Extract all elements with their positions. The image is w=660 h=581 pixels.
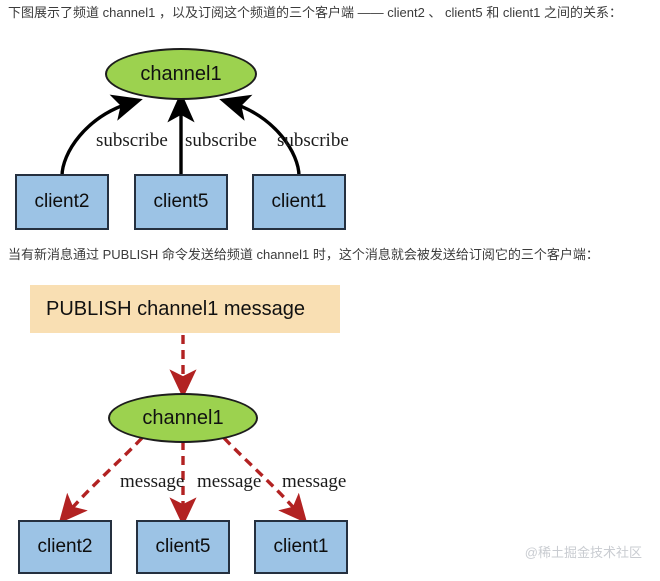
node-client5-publish-label: client5 [155, 536, 211, 557]
subscribe-diagram: channel1 subscribe subscribe subscribe c… [0, 36, 660, 241]
node-client2-subscribe[interactable]: client2 [15, 174, 109, 230]
edge-client2-to-channel [60, 94, 143, 177]
node-client1-subscribe-label: client1 [271, 191, 327, 212]
node-client5-subscribe-label: client5 [153, 191, 209, 212]
node-client1-subscribe[interactable]: client1 [252, 174, 346, 230]
node-client5-subscribe[interactable]: client5 [134, 174, 228, 230]
publish-diagram: PUBLISH channel1 message channel1 messag… [0, 275, 660, 581]
node-client1-publish[interactable]: client1 [254, 520, 348, 574]
edge-label-message-2: message [197, 471, 262, 492]
intro-caption-subscribe: 下图展示了频道 channel1 ，以及订阅这个频道的三个客户端 —— clie… [8, 5, 623, 20]
node-publish-command[interactable]: PUBLISH channel1 message [30, 285, 340, 333]
edge-client1-to-channel [219, 94, 301, 177]
node-client2-subscribe-label: client2 [34, 191, 90, 212]
node-channel1-publish-label: channel1 [142, 406, 224, 429]
edge-channel-to-client1 [222, 436, 308, 524]
node-channel1-subscribe-label: channel1 [140, 62, 222, 85]
node-client1-publish-label: client1 [273, 536, 329, 557]
publish-edges [58, 335, 308, 527]
intro-caption-publish: 当有新消息通过 PUBLISH 命令发送给频道 channel1 时，这个消息就… [8, 247, 599, 262]
edge-channel-to-client2 [58, 436, 144, 524]
node-client2-publish[interactable]: client2 [18, 520, 112, 574]
edge-label-subscribe-2: subscribe [185, 130, 257, 151]
subscribe-edges [60, 91, 301, 177]
node-channel1-publish[interactable]: channel1 [108, 393, 258, 443]
watermark: @稀土掘金技术社区 [524, 545, 642, 560]
edge-label-subscribe-1: subscribe [96, 130, 168, 151]
node-channel1-subscribe[interactable]: channel1 [105, 48, 257, 100]
node-client5-publish[interactable]: client5 [136, 520, 230, 574]
edge-label-message-1: message [120, 471, 185, 492]
node-publish-command-label: PUBLISH channel1 message [46, 297, 306, 320]
edge-label-message-3: message [282, 471, 347, 492]
edge-label-subscribe-3: subscribe [277, 130, 349, 151]
node-client2-publish-label: client2 [37, 536, 93, 557]
